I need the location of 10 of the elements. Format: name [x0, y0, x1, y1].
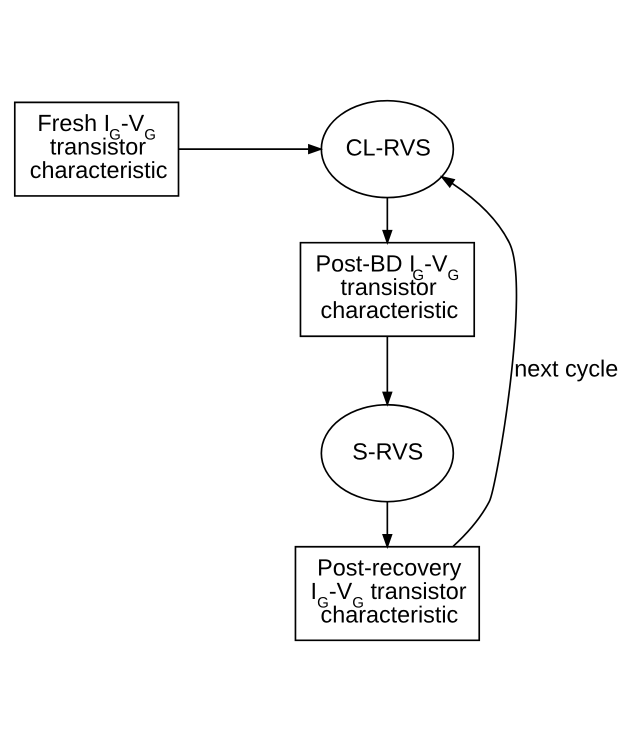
- arrow: [382, 502, 393, 549]
- arrow: [178, 143, 324, 154]
- node-ellipse: S-RVS: [320, 403, 454, 502]
- arrow: [382, 336, 393, 406]
- node-box: Post-recovery I$_{G}$-V$_{G}$ transistor characteristic: [294, 545, 480, 641]
- node-box: Post-BD I$_{G}$-V$_{G}$ transistor characteristic: [300, 241, 476, 337]
- arrow: [440, 175, 518, 546]
- edge-label: next cycle: [514, 355, 618, 382]
- node-box: Fresh I$_{G}$-V$_{G}$ transistor characteristic: [14, 101, 180, 196]
- arrow: [382, 197, 393, 244]
